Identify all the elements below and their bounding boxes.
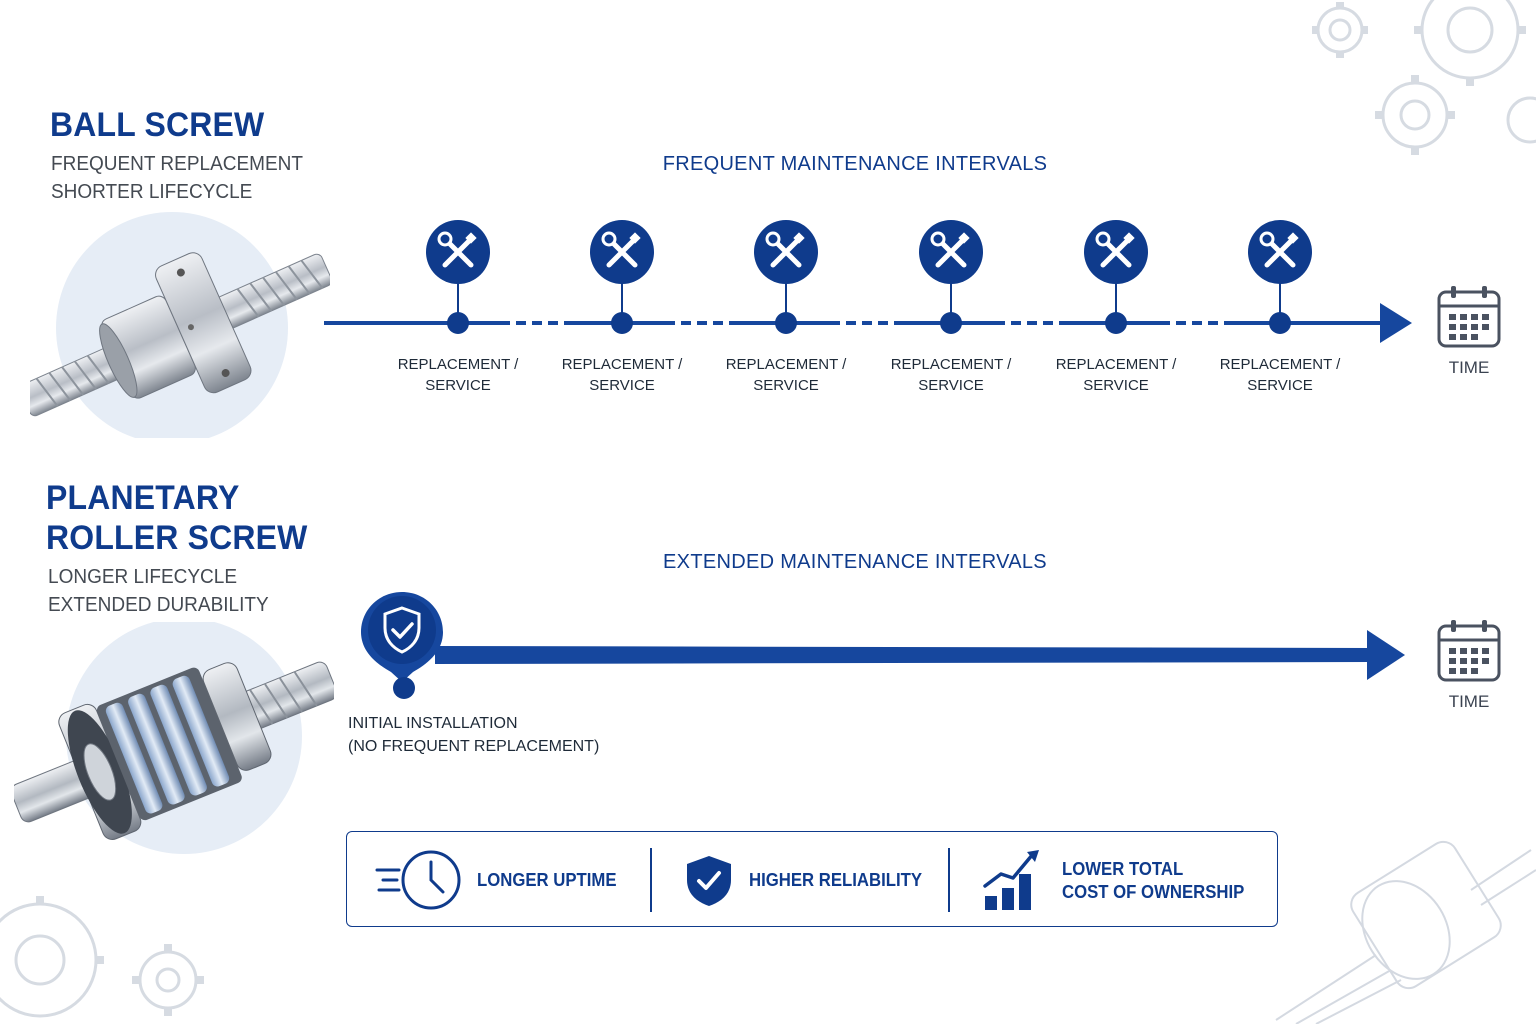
planetary-subtitle-1: LONGER LIFECYCLE <box>48 566 238 588</box>
fast-clock-icon <box>375 850 461 910</box>
replacement-service-label: REPLACEMENT / SERVICE <box>388 354 528 396</box>
decorative-screw-outline <box>1275 840 1536 1024</box>
frequent-maintenance-heading: FREQUENT MAINTENANCE INTERVALS <box>662 153 1048 175</box>
decorative-gears-bottom <box>0 896 204 1018</box>
ball-screw-title: BALL SCREW <box>50 106 265 144</box>
node-label-line-1: REPLACEMENT / <box>1219 356 1341 373</box>
benefit-divider <box>948 848 950 912</box>
decorative-gears-top <box>1312 0 1536 155</box>
planetary-title-1: PLANETARY <box>46 479 240 517</box>
maintenance-node <box>590 220 654 334</box>
ball-screw-timeline <box>324 303 1412 343</box>
replacement-service-label: REPLACEMENT / SERVICE <box>716 354 856 396</box>
planetary-subtitle-2: EXTENDED DURABILITY <box>48 594 269 616</box>
benefit-lower-total: LOWER TOTAL <box>1062 859 1184 879</box>
ball-screw-subtitle-2: SHORTER LIFECYCLE <box>51 181 253 203</box>
node-label-line-1: REPLACEMENT / <box>1055 356 1177 373</box>
ball-screw-subtitle-1: FREQUENT REPLACEMENT <box>51 153 303 175</box>
planetary-title-2: ROLLER SCREW <box>46 519 308 557</box>
benefit-higher-reliability: HIGHER RELIABILITY <box>749 870 922 890</box>
no-frequent-replacement-label: (NO FREQUENT REPLACEMENT) <box>348 738 600 755</box>
node-label-line-1: REPLACEMENT / <box>725 356 847 373</box>
node-label-line-1: REPLACEMENT / <box>561 356 683 373</box>
maintenance-node <box>426 220 490 334</box>
node-label-line-2: SERVICE <box>1083 377 1149 394</box>
replacement-service-label: REPLACEMENT / SERVICE <box>881 354 1021 396</box>
shield-check-icon <box>376 602 377 603</box>
planetary-time-label: TIME <box>1448 692 1490 711</box>
benefits-box: LONGER UPTIME HIGHER RELIABILITY LOWER T… <box>346 831 1278 927</box>
node-label-line-2: SERVICE <box>1247 377 1313 394</box>
node-label-line-1: REPLACEMENT / <box>397 356 519 373</box>
initial-installation-label: INITIAL INSTALLATION <box>348 715 518 732</box>
replacement-service-label: REPLACEMENT / SERVICE <box>1210 354 1350 396</box>
benefit-cost-of-ownership: COST OF OWNERSHIP <box>1062 882 1245 902</box>
rising-bar-chart-icon <box>983 850 1039 910</box>
calendar-icon <box>1437 286 1501 348</box>
node-label-line-2: SERVICE <box>918 377 984 394</box>
calendar-icon <box>1437 620 1501 682</box>
planetary-roller-screw-image <box>14 622 334 854</box>
maintenance-node <box>1248 220 1312 334</box>
maintenance-node <box>1084 220 1148 334</box>
ball-screw-image <box>30 212 330 438</box>
node-label-line-2: SERVICE <box>425 377 491 394</box>
node-label-line-2: SERVICE <box>589 377 655 394</box>
maintenance-node <box>754 220 818 334</box>
node-label-line-2: SERVICE <box>753 377 819 394</box>
benefit-longer-uptime: LONGER UPTIME <box>477 870 617 890</box>
shield-check-icon <box>687 856 731 906</box>
node-label-line-1: REPLACEMENT / <box>890 356 1012 373</box>
benefit-divider <box>650 848 652 912</box>
maintenance-node <box>919 220 983 334</box>
replacement-service-label: REPLACEMENT / SERVICE <box>552 354 692 396</box>
replacement-service-label: REPLACEMENT / SERVICE <box>1046 354 1186 396</box>
extended-maintenance-heading: EXTENDED MAINTENANCE INTERVALS <box>663 551 1047 573</box>
ball-screw-time-label: TIME <box>1448 358 1490 377</box>
planetary-timeline <box>361 592 1405 699</box>
